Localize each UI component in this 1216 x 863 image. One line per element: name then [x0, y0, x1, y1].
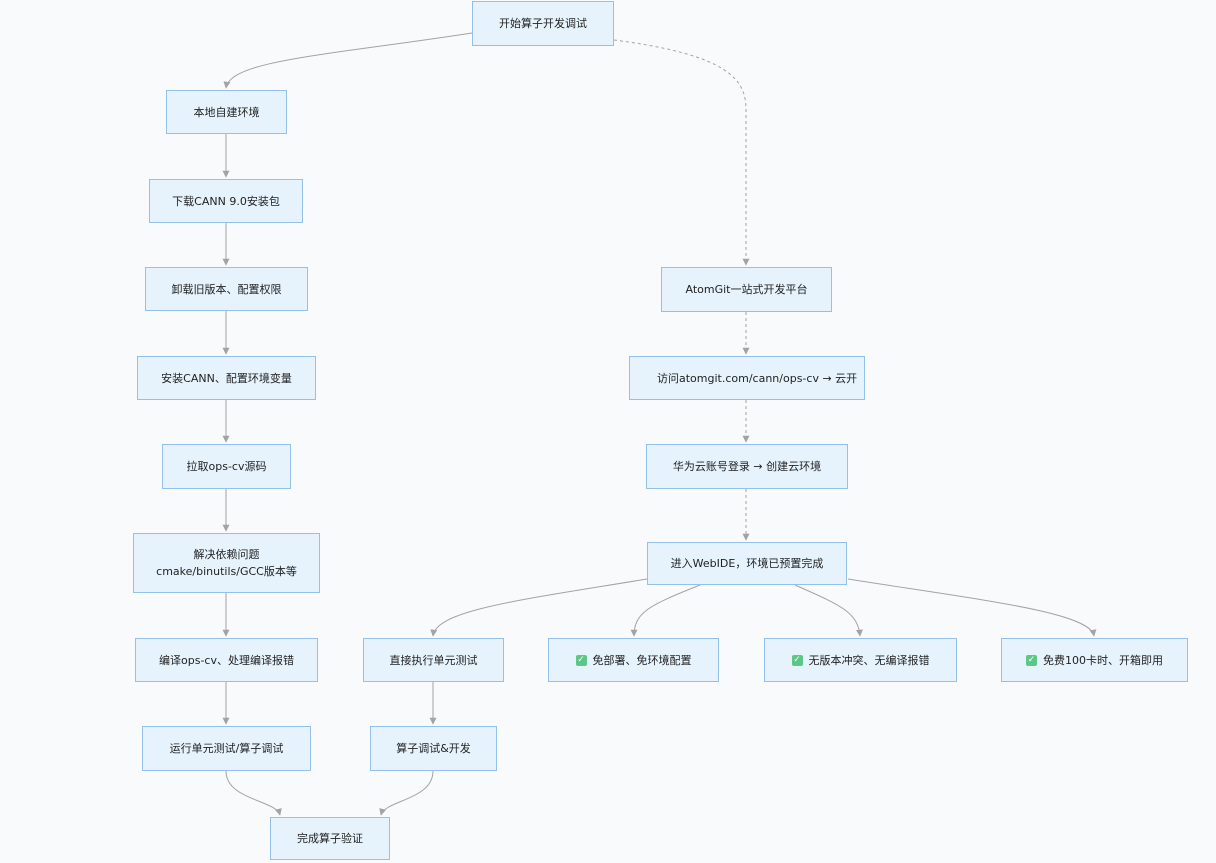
- node-download-label: 下载CANN 9.0安装包: [172, 194, 280, 208]
- node-local-env[interactable]: 本地自建环境: [166, 90, 287, 134]
- node-compile[interactable]: 编译ops-cv、处理编译报错: [135, 638, 318, 682]
- node-direct-test-label: 直接执行单元测试: [389, 653, 478, 667]
- node-atomgit[interactable]: AtomGit一站式开发平台: [661, 267, 832, 312]
- node-debug-dev[interactable]: 算子调试&开发: [370, 726, 497, 771]
- node-start[interactable]: 开始算子开发调试: [472, 1, 614, 46]
- edge-debug-done: [379, 770, 434, 816]
- node-no-conflict-label: 无版本冲突、无编译报错: [808, 653, 930, 667]
- node-direct-test[interactable]: 直接执行单元测试: [363, 638, 504, 682]
- node-install-label: 安装CANN、配置环境变量: [161, 371, 292, 385]
- node-dependencies-line1: 解决依赖问题: [193, 548, 260, 561]
- check-icon: ✓: [575, 654, 587, 666]
- node-visit[interactable]: 访问atomgit.com/cann/ops-cv → 云开: [629, 356, 865, 400]
- node-login[interactable]: 华为云账号登录 → 创建云环境: [646, 444, 848, 489]
- node-visit-label: 访问atomgit.com/cann/ops-cv → 云开: [657, 371, 858, 385]
- edge-webide-no-conflict: [794, 584, 863, 637]
- check-icon: ✓: [791, 654, 803, 666]
- node-atomgit-label: AtomGit一站式开发平台: [685, 283, 808, 296]
- node-webide-label: 进入WebIDE，环境已预置完成: [670, 557, 824, 570]
- node-run-tests-label: 运行单元测试/算子调试: [169, 742, 284, 755]
- node-webide[interactable]: 进入WebIDE，环境已预置完成: [647, 542, 847, 585]
- edge-webide-free-hours: [847, 578, 1097, 637]
- node-start-label: 开始算子开发调试: [499, 17, 587, 30]
- node-uninstall-label: 卸载旧版本、配置权限: [171, 282, 282, 296]
- node-free-hours[interactable]: ✓ 免费100卡时、开箱即用: [1001, 638, 1188, 682]
- edge-start-local: [223, 32, 473, 89]
- node-done-label: 完成算子验证: [297, 832, 363, 845]
- node-pull-source-label: 拉取ops-cv源码: [186, 460, 267, 473]
- node-free-deploy[interactable]: ✓ 免部署、免环境配置: [548, 638, 719, 682]
- edge-webide-direct: [430, 578, 648, 637]
- node-compile-label: 编译ops-cv、处理编译报错: [159, 653, 294, 667]
- node-login-label: 华为云账号登录 → 创建云环境: [672, 460, 822, 473]
- edge-start-atomgit: [613, 39, 750, 266]
- node-done[interactable]: 完成算子验证: [270, 817, 390, 860]
- node-debug-dev-label: 算子调试&开发: [396, 742, 471, 755]
- node-free-deploy-label: 免部署、免环境配置: [592, 653, 692, 667]
- node-run-tests[interactable]: 运行单元测试/算子调试: [142, 726, 311, 771]
- node-dependencies[interactable]: 解决依赖问题 cmake/binutils/GCC版本等: [133, 533, 320, 593]
- node-uninstall[interactable]: 卸载旧版本、配置权限: [145, 267, 308, 311]
- node-dependencies-line2: cmake/binutils/GCC版本等: [156, 565, 297, 578]
- node-local-env-label: 本地自建环境: [193, 105, 260, 119]
- node-download[interactable]: 下载CANN 9.0安装包: [149, 179, 303, 223]
- edge-webide-free-deploy: [630, 584, 701, 637]
- node-pull-source[interactable]: 拉取ops-cv源码: [162, 444, 291, 489]
- node-no-conflict[interactable]: ✓ 无版本冲突、无编译报错: [764, 638, 957, 682]
- edge-run-done: [225, 770, 282, 816]
- node-install[interactable]: 安装CANN、配置环境变量: [137, 356, 316, 400]
- node-free-hours-label: 免费100卡时、开箱即用: [1043, 653, 1163, 667]
- check-icon: ✓: [1026, 654, 1037, 666]
